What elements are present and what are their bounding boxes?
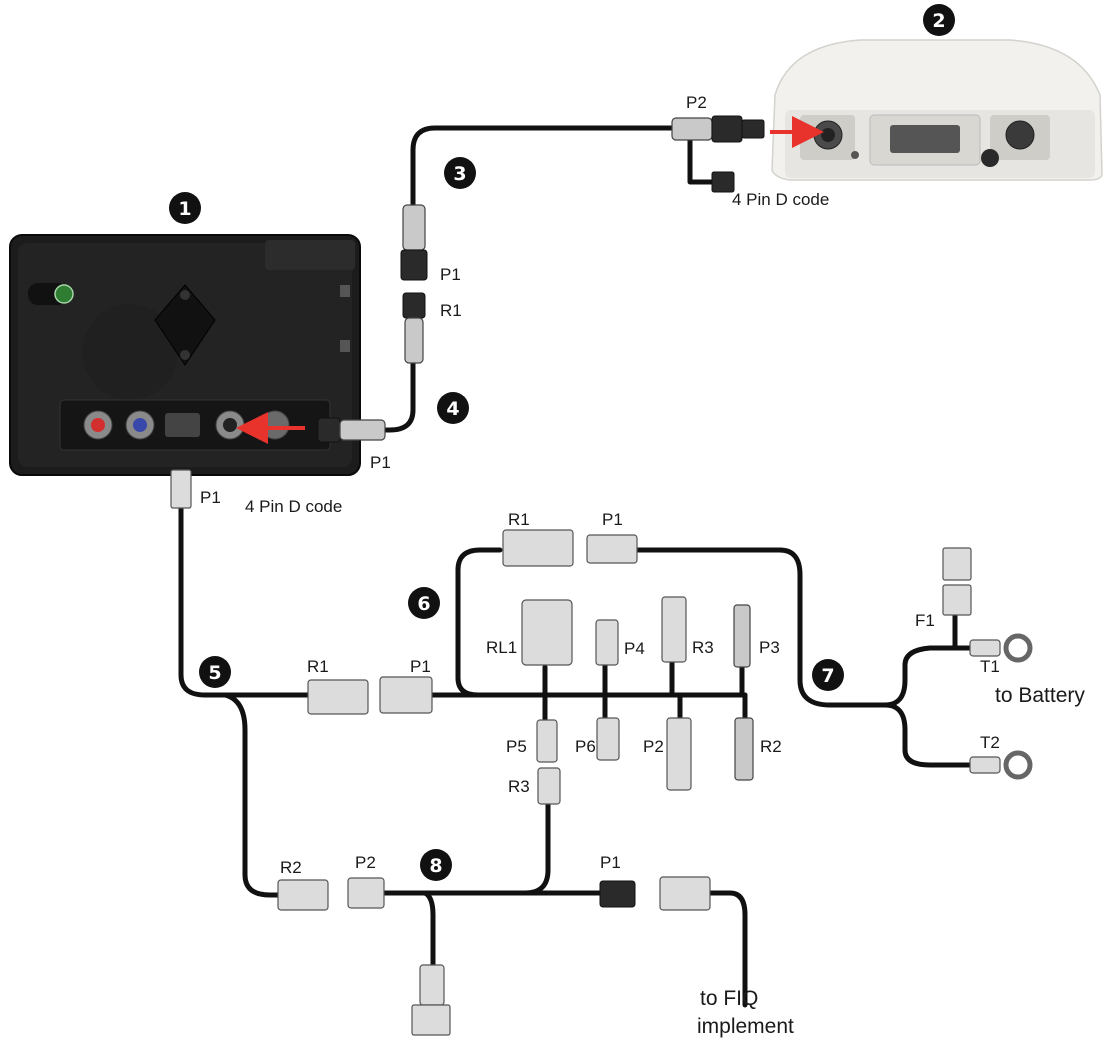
badge-6: 6: [408, 587, 440, 619]
label-f1: F1: [915, 611, 935, 630]
svg-text:2: 2: [932, 10, 945, 32]
label-p4: P4: [624, 639, 645, 658]
label-to-fiq-line1: to FIQ: [700, 987, 758, 1010]
badge-2: 2: [923, 4, 955, 36]
svg-text:3: 3: [453, 163, 466, 185]
receiver-unit: [771, 39, 1103, 181]
label-p1-display-bottom: P1: [200, 488, 221, 507]
label-p2-h8: P2: [355, 853, 376, 872]
label-t1: T1: [980, 657, 1000, 676]
label-p2-antenna: P2: [686, 93, 707, 112]
badge-8: 8: [420, 849, 452, 881]
badge-7: 7: [812, 659, 844, 691]
cables: [178, 125, 973, 1008]
svg-text:4: 4: [446, 398, 459, 420]
connectors: [170, 115, 1033, 1036]
label-r2-h6: R2: [760, 737, 782, 756]
label-p3: P3: [759, 638, 780, 657]
label-p5: P5: [506, 737, 527, 756]
label-p1-h6: P1: [602, 510, 623, 529]
svg-text:7: 7: [821, 665, 834, 687]
label-p1-top: P1: [440, 265, 461, 284]
label-to-battery: to Battery: [995, 684, 1085, 707]
badge-3: 3: [444, 157, 476, 189]
svg-text:1: 1: [178, 198, 191, 220]
label-r1-h5: R1: [307, 657, 329, 676]
label-to-fiq-line2: implement: [697, 1015, 794, 1038]
label-r1-h6: R1: [508, 510, 530, 529]
label-r3-h8: R3: [508, 777, 530, 796]
label-r3-h6: R3: [692, 638, 714, 657]
label-pin-d-antenna: 4 Pin D code: [732, 190, 829, 209]
svg-text:8: 8: [429, 855, 442, 877]
label-p1-display-side: P1: [370, 453, 391, 472]
label-r2-h5: R2: [280, 858, 302, 877]
label-p2-h6: P2: [643, 737, 664, 756]
badge-5: 5: [199, 656, 231, 688]
label-p1-h5: P1: [410, 657, 431, 676]
svg-text:6: 6: [417, 593, 430, 615]
label-p6: P6: [575, 737, 596, 756]
badge-4: 4: [437, 392, 469, 424]
svg-text:5: 5: [208, 662, 221, 684]
label-p1-h8: P1: [600, 853, 621, 872]
label-t2: T2: [980, 733, 1000, 752]
label-pin-d-display: 4 Pin D code: [245, 497, 342, 516]
label-r1-top: R1: [440, 301, 462, 320]
label-rl1: RL1: [486, 638, 517, 657]
display-unit: [9, 234, 361, 476]
badge-1: 1: [169, 192, 201, 224]
